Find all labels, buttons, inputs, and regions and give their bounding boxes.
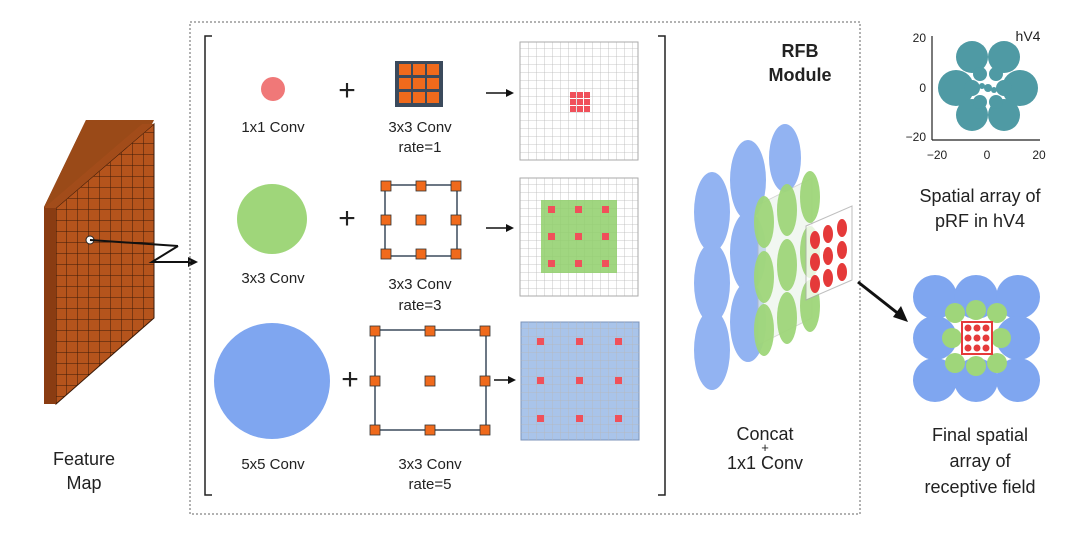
plus-sign-1: + <box>338 74 356 107</box>
kernel-1x1-circle <box>261 77 285 101</box>
final-array <box>913 275 1040 402</box>
hv4-xtick-right: 20 <box>1032 148 1046 162</box>
rfb-title-2: Module <box>768 65 832 85</box>
branch1-dilated-label: 3x3 Conv <box>388 119 452 136</box>
branch2-kernel-label: 3x3 Conv <box>241 270 305 287</box>
hv4-xtick-mid: 0 <box>983 148 991 162</box>
concat-label: Concat <box>736 424 794 444</box>
kernel-5x5-circle <box>214 323 330 439</box>
branch1-rate-label: rate=1 <box>398 139 442 156</box>
rfb-stack <box>694 124 853 390</box>
concat-conv-label: 1x1 Conv <box>726 453 804 473</box>
feature-map-label-1: Feature <box>52 449 116 469</box>
hv4-ytick-top: 20 <box>912 31 926 45</box>
hv4-caption-2: pRF in hV4 <box>934 211 1026 231</box>
rfb-title-1: RFB <box>781 41 819 61</box>
dilated-kernel-rate3 <box>380 180 462 260</box>
bracket-right <box>658 35 666 496</box>
dilated-kernel-rate5 <box>369 325 491 436</box>
branch3-kernel-label: 5x5 Conv <box>241 456 305 473</box>
plus-sign-2: + <box>338 202 356 235</box>
branch1-kernel-label: 1x1 Conv <box>241 119 305 136</box>
branch2-dilated-label: 3x3 Conv <box>388 276 452 293</box>
rf-grid-rate5 <box>520 321 640 441</box>
final-caption-2: array of <box>949 451 1011 471</box>
output-arrow <box>857 280 908 322</box>
hv4-plot <box>931 36 1040 141</box>
hv4-caption-1: Spatial array of <box>919 186 1041 206</box>
feature-map-label-2: Map <box>66 473 102 493</box>
hv4-ytick-bottom: −20 <box>905 130 926 144</box>
rf-grid-rate1 <box>519 41 639 161</box>
plus-sign-3: + <box>341 363 359 396</box>
bracket-left <box>204 35 212 496</box>
final-caption-1: Final spatial <box>931 425 1029 445</box>
branch3-rate-label: rate=5 <box>408 476 452 493</box>
dilated-kernel-rate1 <box>395 61 443 107</box>
concat-plus: + <box>761 440 769 455</box>
branch3-dilated-label: 3x3 Conv <box>398 456 462 473</box>
branch2-rate-label: rate=3 <box>398 297 442 314</box>
hv4-xtick-left: −20 <box>926 148 948 162</box>
feature-map <box>44 120 155 406</box>
kernel-3x3-circle <box>237 184 307 254</box>
final-caption-3: receptive field <box>924 477 1036 497</box>
hv4-ytick-mid: 0 <box>919 81 926 95</box>
module-frame <box>189 21 861 515</box>
hv4-series-label: hV4 <box>1015 28 1041 44</box>
rf-grid-rate3 <box>519 177 639 297</box>
branch-arrows <box>486 89 516 384</box>
